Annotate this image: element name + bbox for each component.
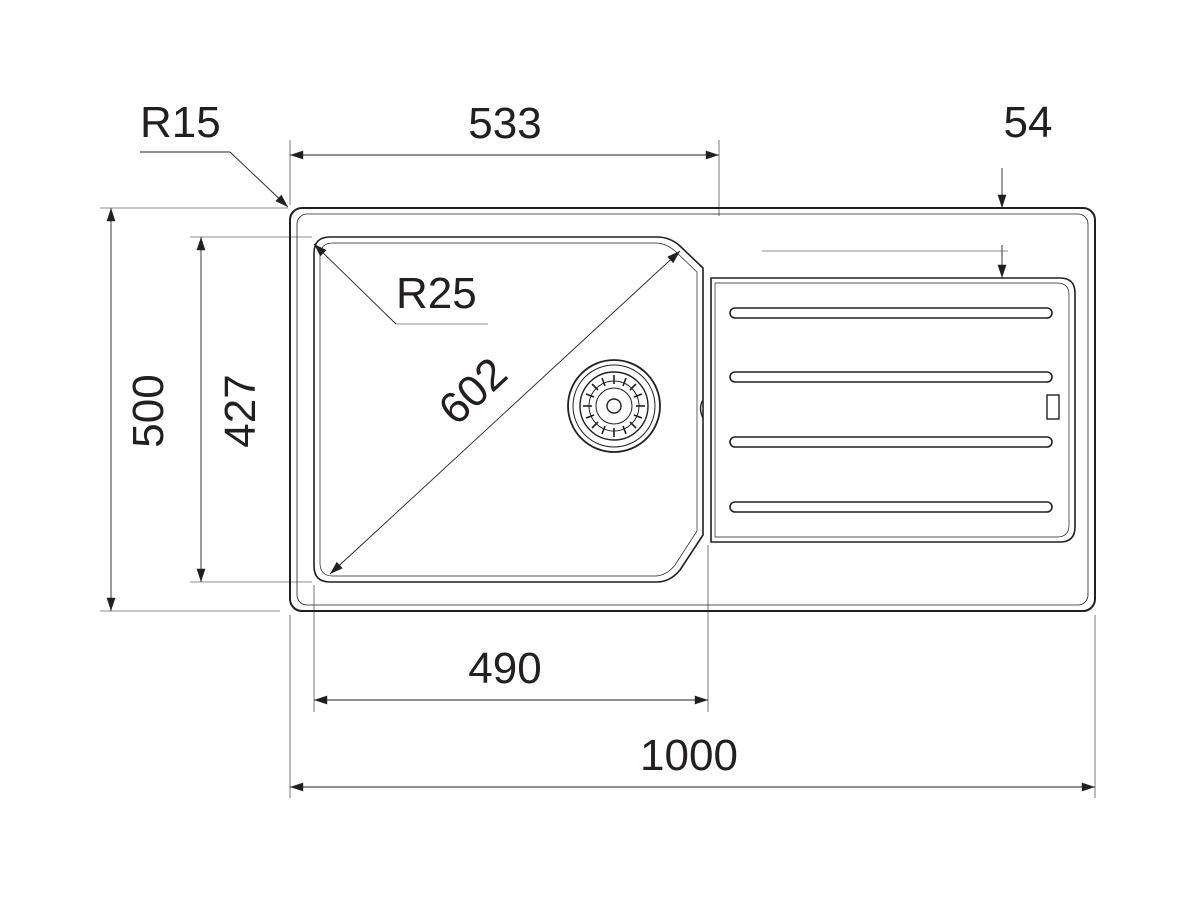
overflow-slot xyxy=(1046,394,1060,420)
label-r15: R15 xyxy=(140,98,221,147)
dim-leader-r15 xyxy=(229,151,289,208)
outer-rim xyxy=(289,207,1096,612)
drainer-groove-1 xyxy=(729,307,1053,319)
dimension-labels: R15 533 54 R25 602 500 427 490 1000 xyxy=(124,98,1052,780)
drainer-outline-inner xyxy=(714,282,1070,538)
outer-rim-inner-line xyxy=(296,213,1089,606)
label-54: 54 xyxy=(1004,98,1053,147)
waste-strainer xyxy=(567,359,661,453)
extension-lines xyxy=(100,140,1096,798)
dimension-lines xyxy=(106,150,1096,792)
tap-hole-mark xyxy=(699,399,704,419)
label-490: 490 xyxy=(468,644,541,693)
drainer-groove-2 xyxy=(729,371,1053,383)
label-533: 533 xyxy=(468,99,541,148)
label-500: 500 xyxy=(124,374,173,447)
label-r25: R25 xyxy=(396,269,477,318)
label-602: 602 xyxy=(430,348,517,434)
label-427: 427 xyxy=(216,374,265,447)
drainer-groove-4 xyxy=(729,501,1053,513)
label-1000: 1000 xyxy=(640,731,738,780)
dim-leader-r25 xyxy=(313,243,397,325)
drainer-outline xyxy=(710,277,1076,543)
dim-line-602 xyxy=(329,250,681,575)
drainer-groove-3 xyxy=(729,436,1053,448)
